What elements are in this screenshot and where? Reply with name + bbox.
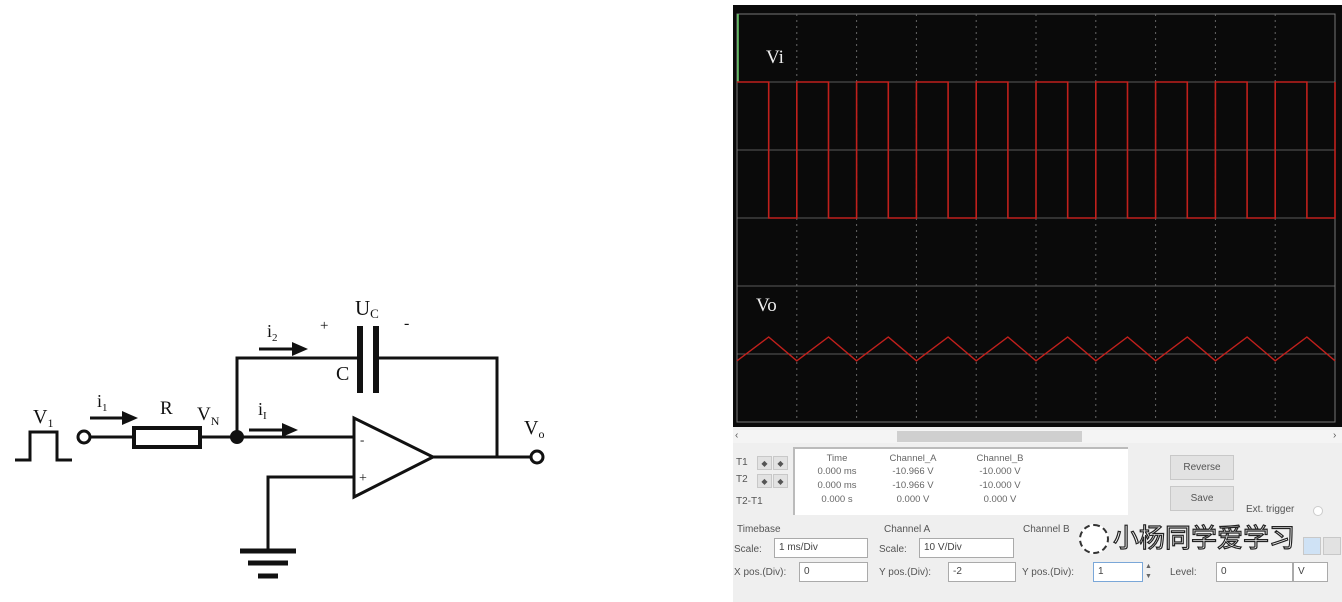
trigger-mode-button[interactable] xyxy=(1323,537,1341,555)
cursor-row-t1: T1 xyxy=(736,457,748,468)
opamp xyxy=(352,415,437,500)
watermark-text: 小杨同学爱学习 xyxy=(1112,523,1296,554)
label-uc: UC xyxy=(355,296,379,321)
t1-left-arrow-icon[interactable]: ◆ xyxy=(757,456,772,470)
opamp-inverting-label: - xyxy=(360,432,364,447)
label-c: C xyxy=(336,363,349,385)
table-cell: -10.966 V xyxy=(892,480,934,491)
junction-node xyxy=(230,430,244,444)
x-pos-input[interactable]: 0 xyxy=(799,562,868,582)
cursor-readout-table: Time Channel_A Channel_B 0.000 ms -10.96… xyxy=(793,447,1128,515)
table-cell: 0.000 V xyxy=(896,494,930,505)
vo-triangle-wave-trace xyxy=(736,336,1336,362)
channel-b-title: Channel B xyxy=(1023,524,1070,535)
resistor xyxy=(132,426,202,449)
trace-label-vi: Vi xyxy=(766,47,784,68)
table-cell: 0.000 ms xyxy=(817,466,857,477)
channel-a-scale-input[interactable]: 10 V/Div xyxy=(919,538,1014,558)
trace-label-vo: Vo xyxy=(756,295,777,316)
integrator-circuit-diagram: V1 i1 R VN i2 + UC - C iI - + Vo xyxy=(15,296,545,579)
t2-left-arrow-icon[interactable]: ◆ xyxy=(757,474,772,488)
arrow-i1-icon xyxy=(122,411,138,425)
header-channel-b: Channel_B xyxy=(976,453,1024,464)
channel-a-y-pos-label: Y pos.(Div): xyxy=(879,567,932,578)
timebase-scale-input[interactable]: 1 ms/Div xyxy=(774,538,868,558)
watermark-chat-icon xyxy=(1079,524,1109,554)
horizontal-scrollbar[interactable]: ‹ › xyxy=(733,430,1342,443)
channel-a-title: Channel A xyxy=(884,524,931,535)
header-channel-a: Channel_A xyxy=(889,453,937,464)
scrollbar-thumb[interactable] xyxy=(897,431,1082,442)
channel-b-y-pos-label: Y pos.(Div): xyxy=(1022,567,1075,578)
label-v1: V1 xyxy=(33,406,53,430)
ext-trigger-label: Ext. trigger xyxy=(1246,504,1295,515)
capacitor xyxy=(357,326,363,393)
table-cell: 0.000 V xyxy=(983,494,1017,505)
table-cell: -10.000 V xyxy=(979,480,1021,491)
t2-right-arrow-icon[interactable]: ◆ xyxy=(773,474,788,488)
ext-trigger-radio[interactable] xyxy=(1313,506,1323,516)
oscilloscope-display: Vi Vo xyxy=(733,5,1342,427)
trigger-edge-button[interactable] xyxy=(1303,537,1321,555)
t1-right-arrow-icon[interactable]: ◆ xyxy=(773,456,788,470)
scroll-right-icon[interactable]: › xyxy=(1333,430,1337,441)
label-i2: i2 xyxy=(267,321,278,344)
x-pos-label: X pos.(Div): xyxy=(734,567,787,578)
label-i1: i1 xyxy=(97,391,108,414)
level-label: Level: xyxy=(1170,567,1197,578)
level-input[interactable]: 0 xyxy=(1216,562,1293,582)
output-terminal xyxy=(529,449,545,465)
level-unit[interactable]: V xyxy=(1293,562,1328,582)
reverse-button[interactable]: Reverse xyxy=(1170,455,1234,480)
vi-square-wave-trace xyxy=(737,81,1336,219)
arrow-ii-icon xyxy=(282,423,298,437)
label-ii: iI xyxy=(258,399,267,422)
channel-a-y-pos-input[interactable]: -2 xyxy=(948,562,1016,582)
channel-a-scale-label: Scale: xyxy=(879,544,907,555)
opamp-noninverting-label: + xyxy=(359,471,367,486)
label-vo: Vo xyxy=(524,417,544,441)
oscilloscope-control-panel: ‹ › T1 T2 T2-T1 ◆ ◆ ◆ ◆ Time Channel_A C… xyxy=(733,427,1342,602)
input-terminal xyxy=(76,429,92,445)
table-cell: -10.966 V xyxy=(892,466,934,477)
label-minus: - xyxy=(404,315,409,332)
label-r: R xyxy=(160,398,173,419)
cursor-row-t2: T2 xyxy=(736,474,748,485)
scroll-left-icon[interactable]: ‹ xyxy=(735,430,739,441)
cursor-row-t2-t1: T2-T1 xyxy=(736,496,763,507)
table-cell: 0.000 ms xyxy=(817,480,857,491)
table-cell: -10.000 V xyxy=(979,466,1021,477)
header-time: Time xyxy=(826,453,848,464)
label-vn: VN xyxy=(197,404,220,428)
table-cell: 0.000 s xyxy=(821,494,853,505)
y-pos-spinner[interactable]: ▲▼ xyxy=(1145,563,1152,580)
timebase-scale-label: Scale: xyxy=(734,544,762,555)
oscilloscope-screen xyxy=(736,13,1336,423)
channel-b-y-pos-input[interactable]: 1 xyxy=(1093,562,1143,582)
label-plus: + xyxy=(320,318,328,334)
input-pulse-symbol xyxy=(15,430,72,462)
timebase-title: Timebase xyxy=(737,524,781,535)
arrow-i2-icon xyxy=(292,342,308,356)
save-button[interactable]: Save xyxy=(1170,486,1234,511)
